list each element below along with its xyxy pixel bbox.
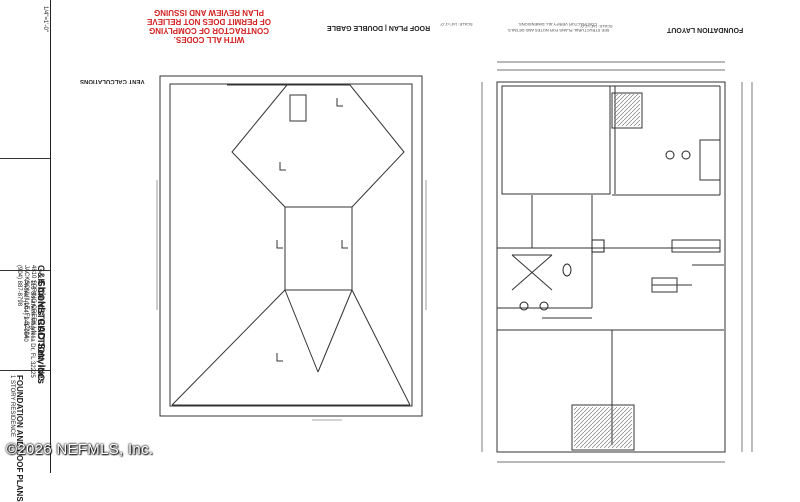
foundation-layout-title: FOUNDATION LAYOUT (667, 26, 744, 33)
title-block-notes: 1/4"=1'-0" (41, 6, 48, 32)
title-block-divider (0, 270, 50, 271)
vent-calculations-title: VENT CALCULATIONS (80, 78, 145, 84)
plan-review-line: CONTRACTOR OF COMPLYING (149, 26, 270, 35)
sheet-info: FOUNDATION AND ROOF PLANS 1 STORY RESIDE… (8, 375, 24, 502)
designer-name: Shields CAD Services (35, 280, 46, 384)
title-block-divider (0, 370, 50, 371)
designer-phone: Phone: (904) 241-0540 (22, 280, 28, 342)
title-block: 1/4"=1'-0" G&K CONSTRUCTION, INC. 4810 S… (0, 0, 51, 502)
watermark: ©2026 NEFMLS, Inc. (6, 441, 154, 458)
project-name: 1 STORY RESIDENCE (9, 375, 15, 438)
plan-review-note: WITH ALL CODES. CONTRACTOR OF COMPLYING … (147, 8, 271, 44)
plan-linework (156, 61, 753, 463)
foundation-note-1: SEE STRUCTURAL PLANS FOR NOTES AND DETAI… (507, 28, 610, 33)
foundation-plan-lines (496, 81, 726, 453)
plan-review-line: OF PERMIT DOES NOT RELIEVE (147, 17, 272, 26)
foundation-note-2: CONTRACTOR VERIFY ALL DIMENSIONS. (518, 22, 598, 27)
sheet-title: FOUNDATION AND ROOF PLANS (15, 375, 24, 502)
designer-info: Shields CAD Services 116 Southern Magnol… (21, 280, 46, 384)
plan-review-line: PLAN REVIEW AND ISSUING (154, 8, 264, 17)
plan-review-line: WITH ALL CODES. (173, 35, 245, 44)
scale-note: 1/4"=1'-0" (42, 6, 48, 32)
roof-plan-scale: SCALE: 1/4"=1'-0" (440, 22, 473, 27)
roof-plan-lines (159, 75, 423, 417)
title-block-divider (0, 158, 50, 159)
roof-plan-title: ROOF PLAN | DOUBLE GABLE (327, 24, 431, 31)
designer-address: 116 Southern Magnolia Dr, FL 32225 (29, 280, 35, 378)
drawing-area: VENT CALCULATIONS WITH ALL CODES. CONTRA… (52, 0, 798, 473)
